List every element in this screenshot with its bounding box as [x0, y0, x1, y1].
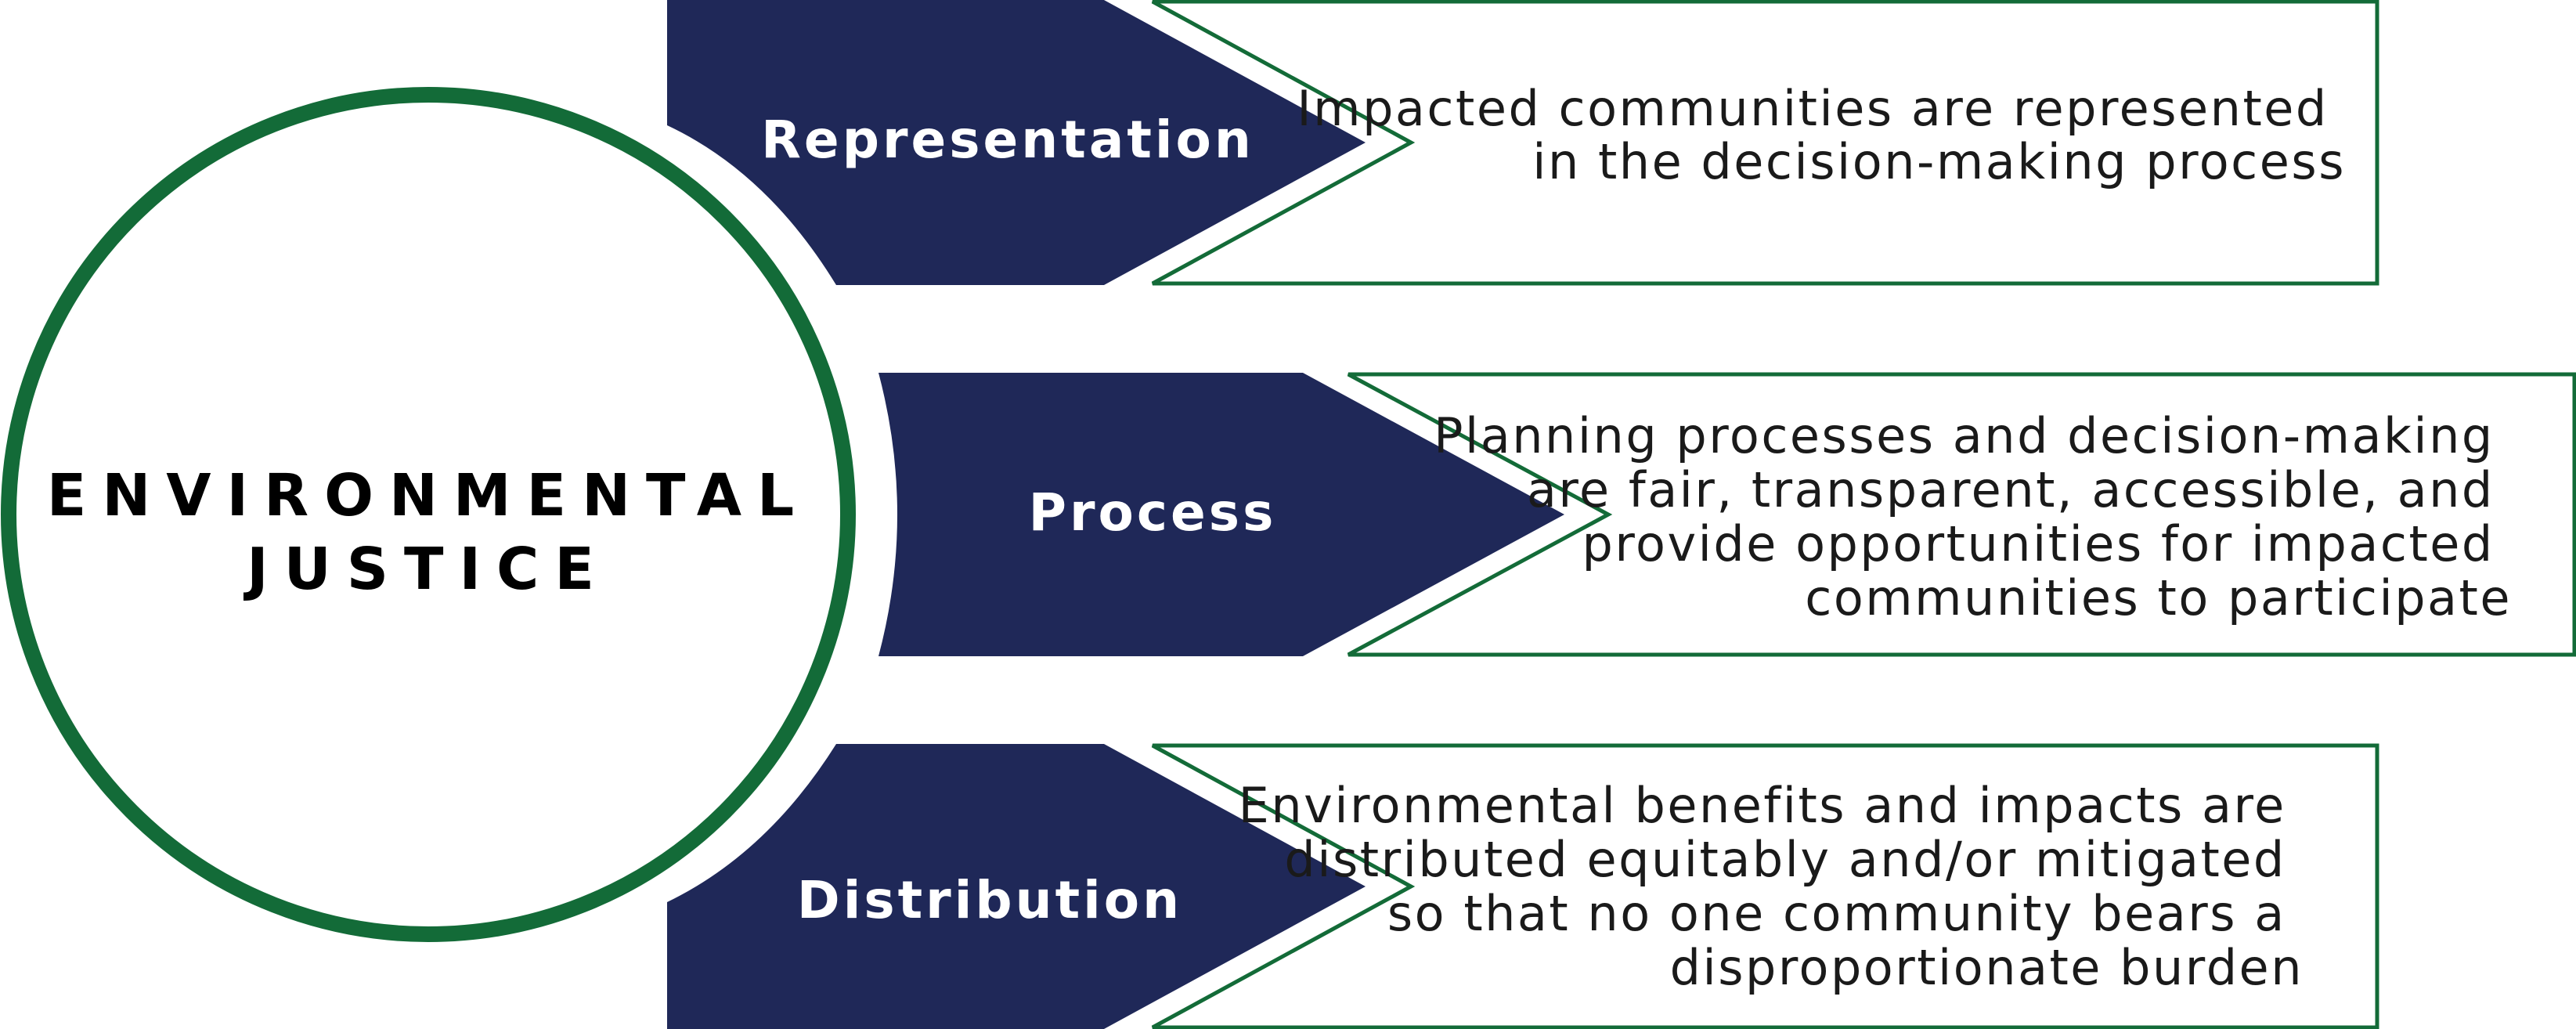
- center-circle: [1, 87, 856, 942]
- process-label: Process: [1029, 482, 1277, 543]
- distribution-label: Distribution: [797, 870, 1182, 930]
- distribution-description: Environmental benefits and impacts are d…: [1239, 777, 2304, 996]
- row-distribution: Distribution Environmental benefits and …: [667, 743, 2379, 1029]
- row-representation: Representation Impacted communities are …: [667, 0, 2379, 286]
- distribution-description-box: [1151, 743, 2379, 1029]
- row-process: Process Planning processes and decision-…: [879, 372, 2576, 657]
- process-description-box: [1347, 372, 2576, 657]
- process-description: Planning processes and decision-making a…: [1434, 407, 2512, 626]
- distribution-arrow: [667, 744, 1366, 1029]
- center-title-line1: ENVIRONMENTAL: [47, 462, 810, 529]
- representation-description-box: [1151, 0, 2379, 286]
- center-circle-group: ENVIRONMENTAL JUSTICE: [1, 87, 856, 942]
- representation-arrow: [667, 0, 1366, 285]
- representation-description: Impacted communities are represented in …: [1297, 80, 2346, 190]
- representation-label: Representation: [761, 110, 1254, 170]
- process-arrow: [879, 373, 1564, 656]
- center-title-line2: JUSTICE: [243, 536, 610, 603]
